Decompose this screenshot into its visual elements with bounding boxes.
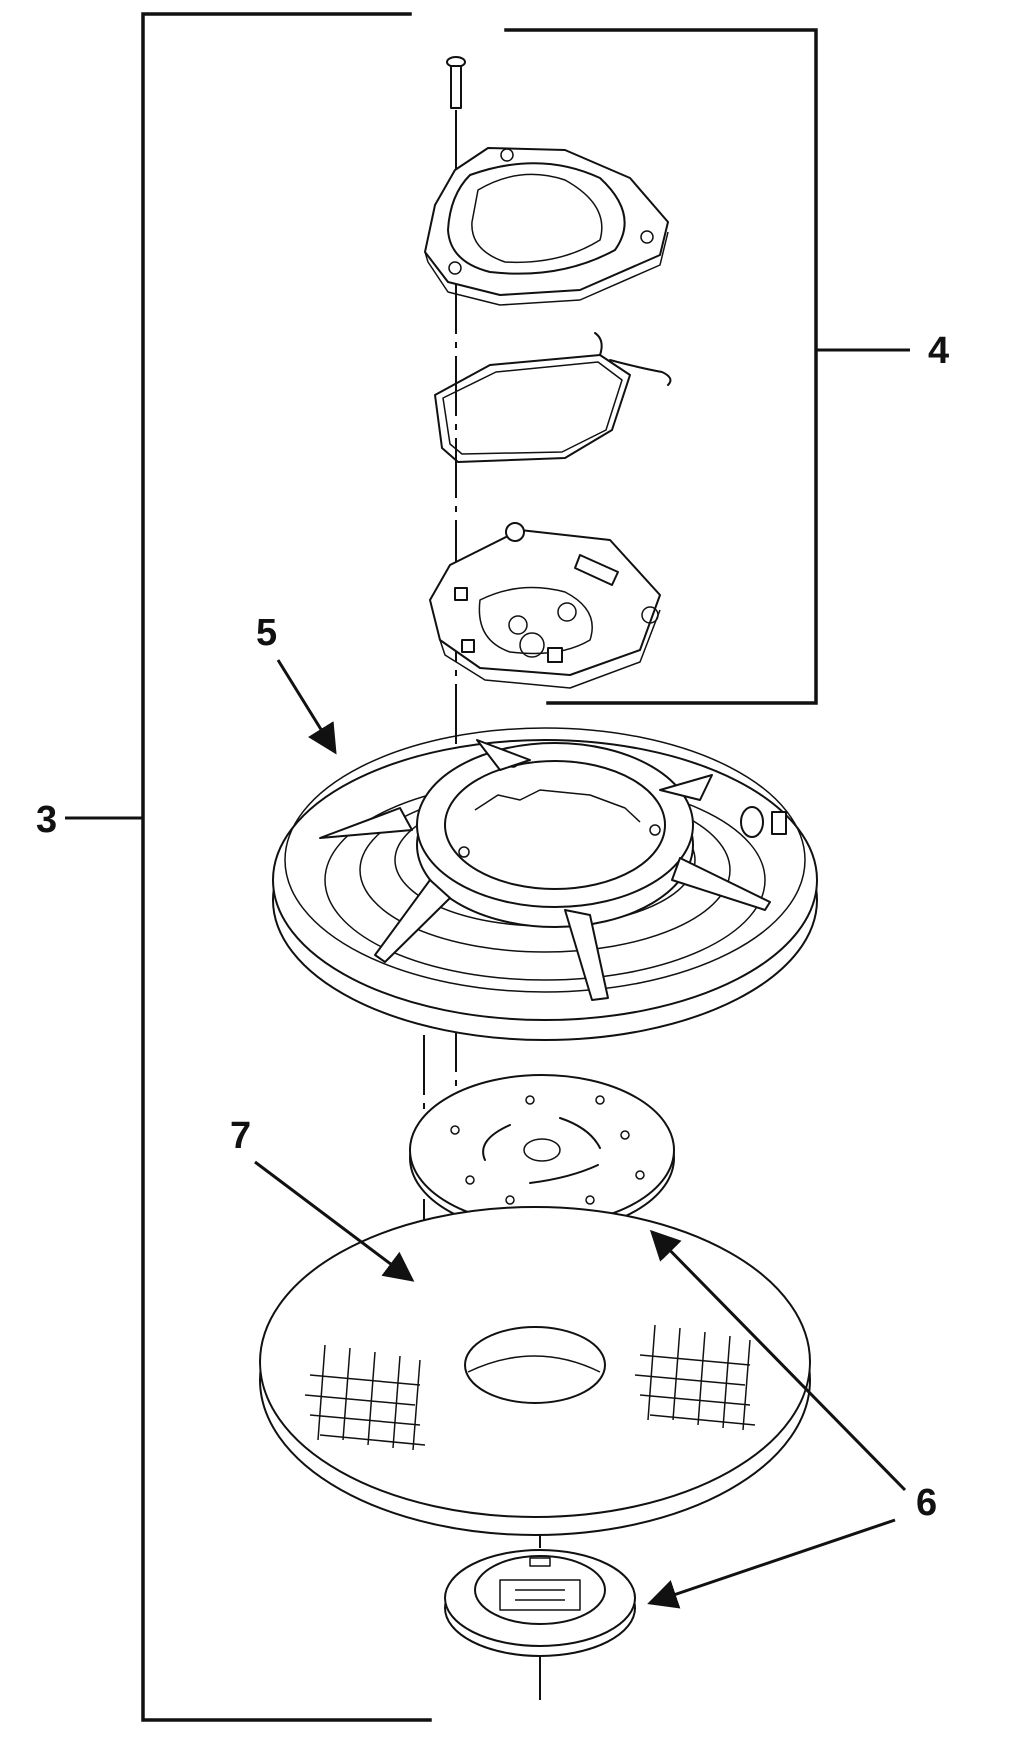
pad-disc <box>259 1206 811 1536</box>
spring-wire <box>434 332 672 463</box>
grid-right <box>634 1324 756 1431</box>
bracket-3 <box>65 12 432 1722</box>
large-disc <box>272 727 818 1041</box>
callout-6: 6 <box>916 1482 937 1524</box>
perforated-plate <box>409 1074 675 1234</box>
leader-arrows <box>254 659 907 1609</box>
callout-4: 4 <box>928 330 949 372</box>
callout-3: 3 <box>36 799 57 841</box>
callout-5: 5 <box>256 612 277 654</box>
mounting-base <box>429 522 661 689</box>
bracket-4 <box>504 28 910 705</box>
small-hub <box>444 1549 636 1657</box>
cover-plate <box>424 147 669 306</box>
callout-7: 7 <box>230 1115 251 1157</box>
grid-left <box>304 1344 426 1451</box>
top-screw <box>446 56 466 109</box>
